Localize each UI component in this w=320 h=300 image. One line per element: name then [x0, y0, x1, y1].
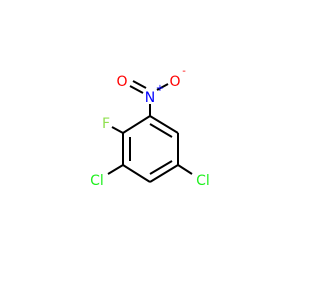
atom-chlorine-left: Cl	[90, 173, 104, 189]
charge-oxygen: -	[182, 66, 186, 77]
structure-drawing: N + O O - F Cl Cl	[90, 66, 210, 189]
charge-nitrogen: +	[156, 83, 164, 94]
atom-oxygen-double: O	[116, 74, 127, 90]
ring-bonds	[122, 115, 179, 183]
atom-fluorine: F	[102, 116, 110, 132]
bond-c3-cl	[107, 164, 124, 175]
atom-nitrogen: N	[145, 90, 155, 106]
substituent-bonds	[107, 80, 193, 175]
bond-c1-c6	[149, 115, 179, 134]
bond-c3-c4	[122, 164, 151, 183]
bond-c1-c2	[122, 115, 151, 134]
bond-n-o-double-a	[129, 85, 144, 94]
molecule-canvas: N + O O - F Cl Cl	[90, 66, 210, 189]
atom-oxygen-single: O	[169, 74, 180, 90]
bond-c4-c5	[149, 164, 179, 183]
atom-chlorine-right: Cl	[196, 173, 210, 189]
bond-c4-c5-inner	[149, 160, 173, 175]
bond-c5-cl	[177, 164, 193, 175]
bond-n-o-double-b	[132, 80, 147, 89]
atom-labels: N + O O - F Cl Cl	[90, 66, 210, 189]
bond-n-o-single	[156, 83, 169, 91]
bond-c1-c6-inner	[149, 123, 173, 138]
bond-c2-f	[111, 126, 124, 134]
